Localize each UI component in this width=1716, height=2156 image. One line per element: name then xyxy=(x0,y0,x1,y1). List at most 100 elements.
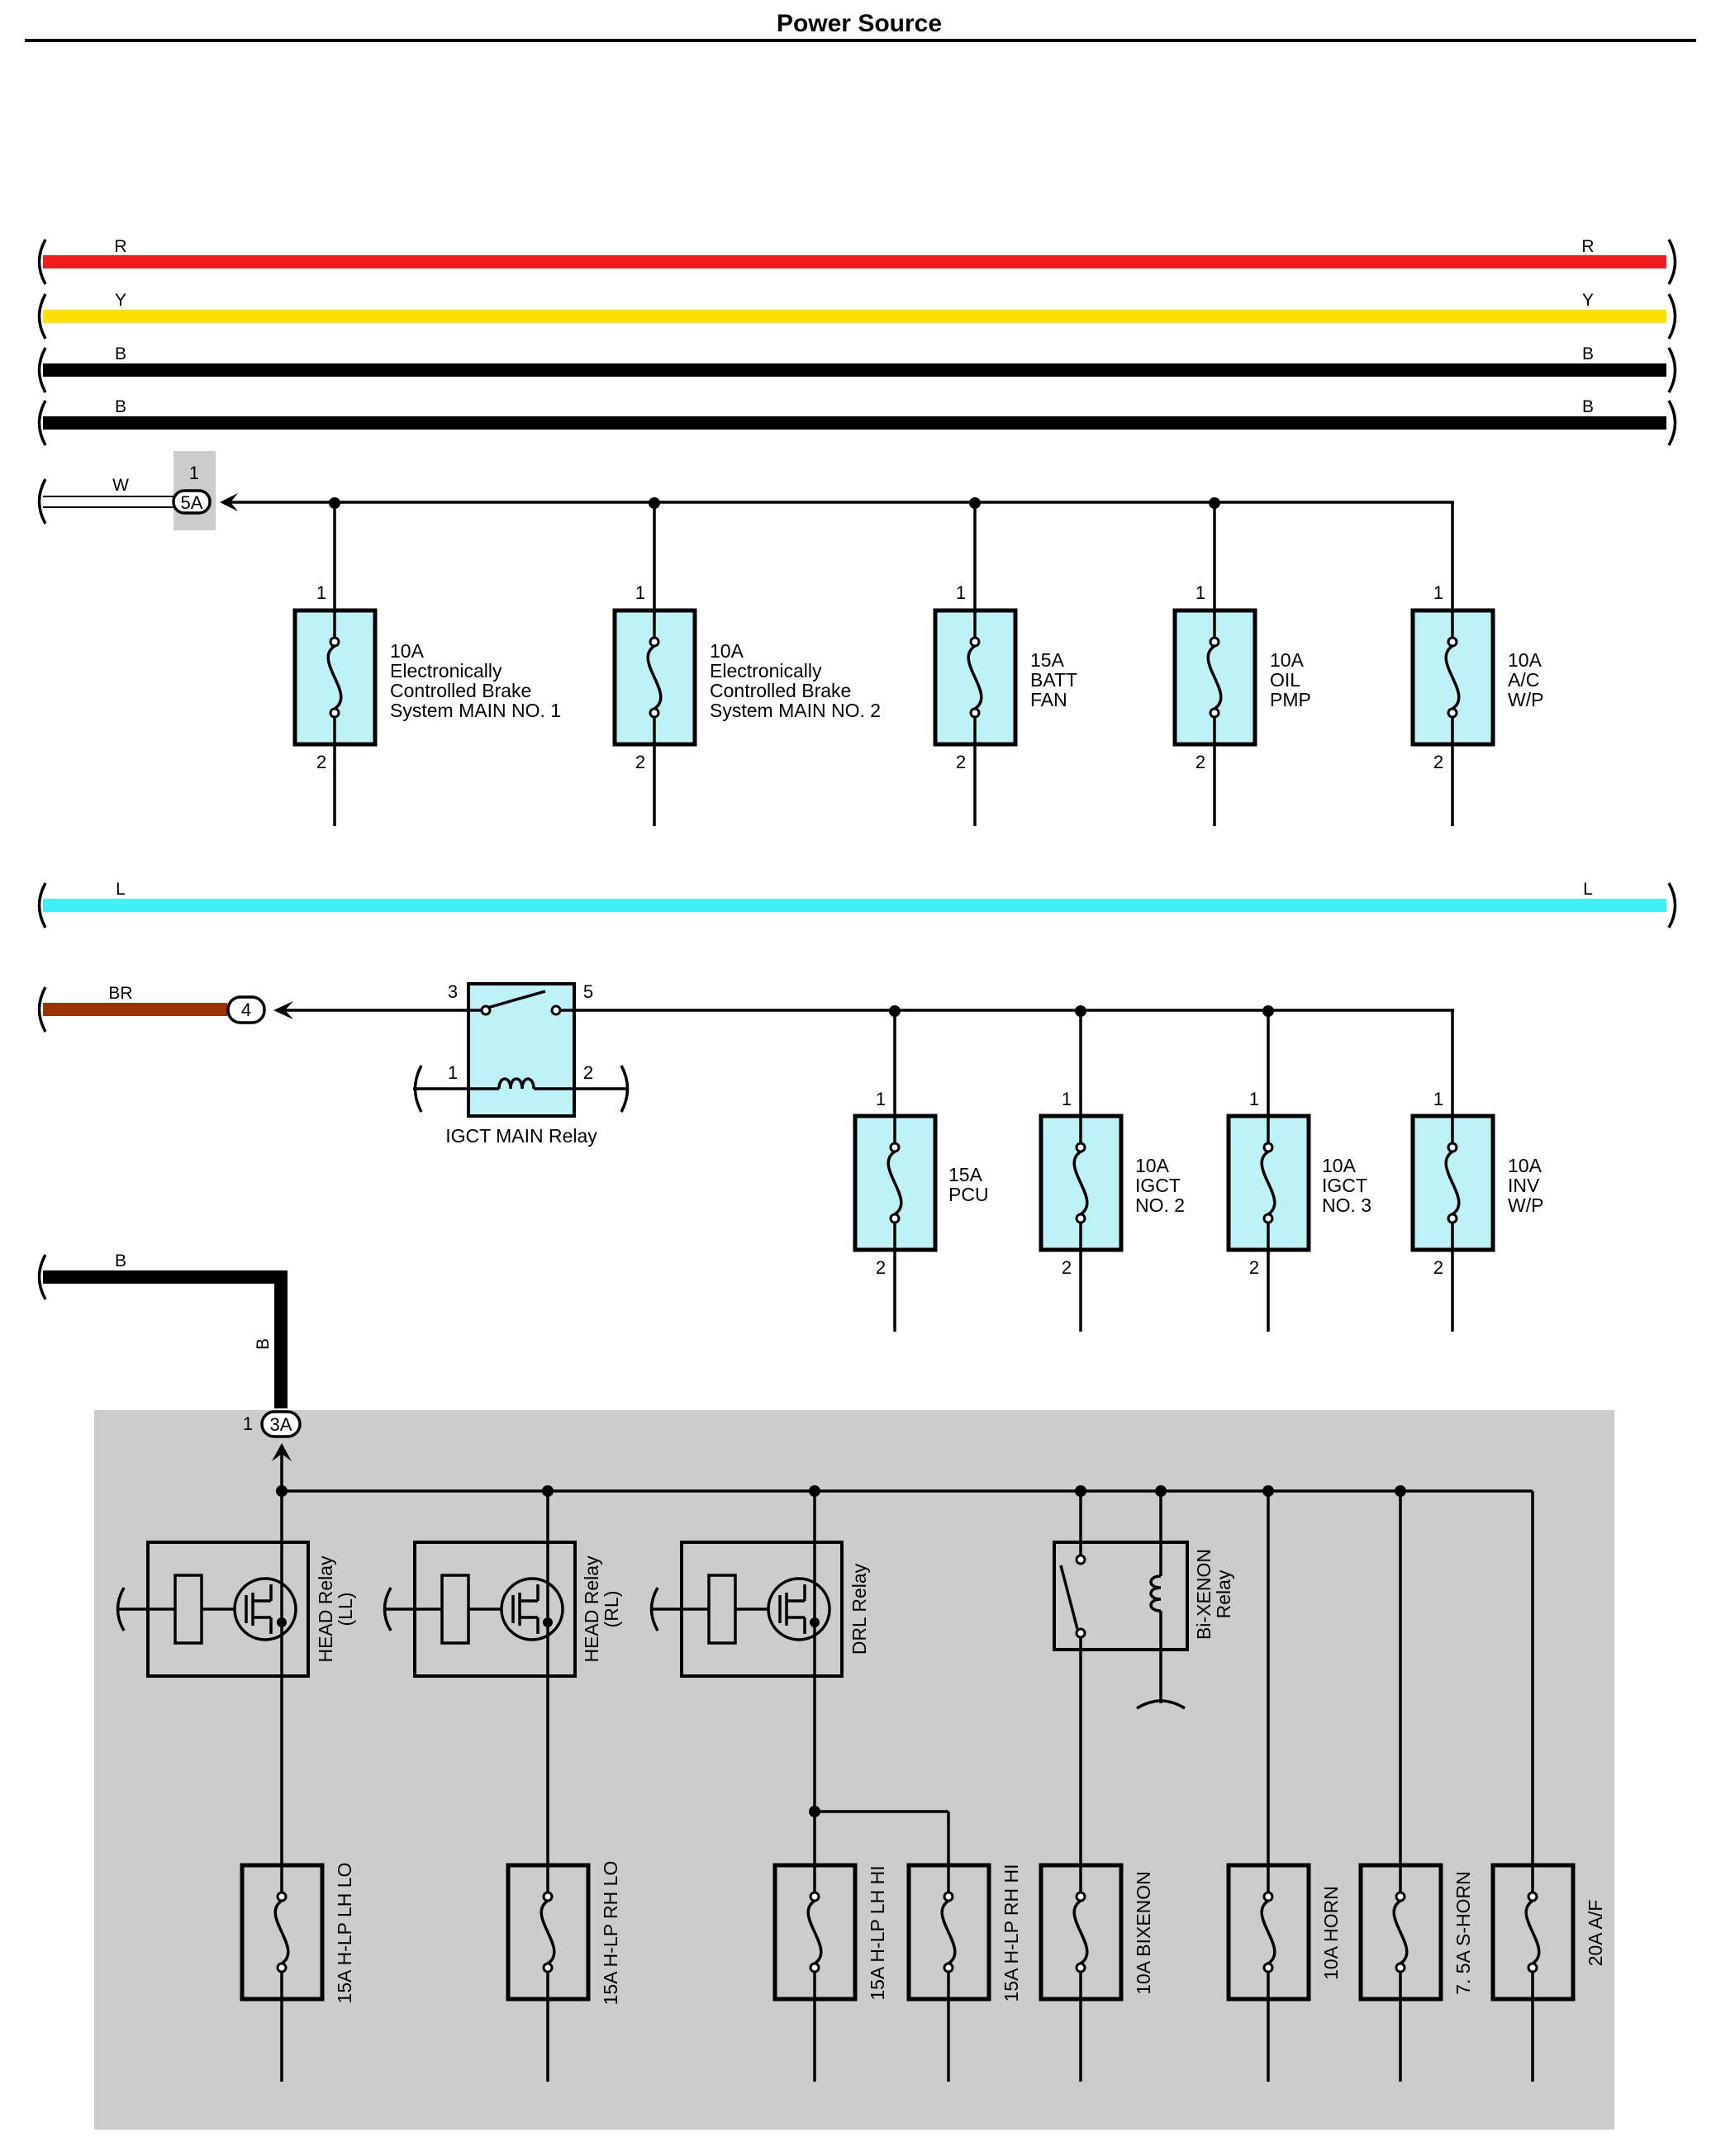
relay-label: IGCT MAIN Relay xyxy=(445,1125,597,1147)
wire-break-mark xyxy=(37,239,47,285)
svg-text:20A A/F: 20A A/F xyxy=(1585,1900,1606,1967)
svg-text:System MAIN NO. 2: System MAIN NO. 2 xyxy=(710,700,881,721)
svg-text:1: 1 xyxy=(1195,582,1205,603)
svg-text:15A H-LP RH HI: 15A H-LP RH HI xyxy=(1001,1864,1022,2002)
wire-break-mark xyxy=(37,400,47,446)
wire-break-mark xyxy=(383,1587,392,1631)
svg-text:1: 1 xyxy=(876,1089,886,1109)
svg-text:10A: 10A xyxy=(1322,1155,1357,1176)
fuse-bixenon: 10A BIXENON xyxy=(1039,1863,1154,2082)
fuse-h-lp-lh-lo: 15A H-LP LH LO xyxy=(240,1863,355,2082)
wire-color-label: W xyxy=(112,476,129,495)
bus-wire-black-1: B B xyxy=(37,344,1677,393)
wire-break-mark xyxy=(649,1587,659,1631)
wire-color-label: R xyxy=(114,237,126,256)
svg-text:2: 2 xyxy=(1433,752,1443,772)
fuse-s-horn: 7. 5A S-HORN xyxy=(1358,1491,1474,2082)
svg-text:10A: 10A xyxy=(1135,1155,1170,1176)
relay-label: (LL) xyxy=(335,1593,356,1626)
fuse-h-lp-rh-hi: 15A H-LP RH HI xyxy=(906,1863,1022,2082)
fuse-af: 20A A/F xyxy=(1490,1863,1606,2082)
svg-text:IGCT: IGCT xyxy=(1135,1175,1181,1196)
svg-text:10A: 10A xyxy=(710,640,744,662)
relay-label: HEAD Relay xyxy=(315,1555,336,1663)
drl-relay: DRL Relay xyxy=(649,1491,950,1865)
igct-main-relay: 3 5 1 2 IGCT MAIN Relay xyxy=(413,981,630,1147)
wire-break-mark xyxy=(1136,1699,1186,1710)
connector-4 xyxy=(226,995,266,1024)
wire-color-label: BR xyxy=(108,984,132,1003)
connector-label: 4 xyxy=(241,1000,251,1020)
b-circuit: B B 1 3A HEAD Relay (LL) xyxy=(37,1251,1614,2130)
svg-text:2: 2 xyxy=(1249,1257,1259,1278)
fuse-igct-no2: 1 2 10A IGCT NO. 2 xyxy=(1039,1011,1185,1332)
wire-break-mark xyxy=(37,1254,47,1300)
svg-text:INV: INV xyxy=(1508,1175,1540,1196)
svg-text:1: 1 xyxy=(316,582,326,603)
svg-text:Controlled Brake: Controlled Brake xyxy=(710,680,851,701)
wire-break-mark xyxy=(413,1065,423,1113)
svg-text:3: 3 xyxy=(448,981,458,1002)
svg-text:Controlled Brake: Controlled Brake xyxy=(390,680,531,701)
relay-label: HEAD Relay xyxy=(581,1555,602,1663)
wire-break-mark xyxy=(1667,882,1677,928)
w-circuit: W 1 5A 1 2 10A Electronically Controlled… xyxy=(37,451,1543,826)
svg-text:1: 1 xyxy=(1433,1089,1443,1109)
wire-color-label: B xyxy=(1582,397,1594,416)
svg-text:W/P: W/P xyxy=(1508,1194,1543,1216)
wire-color-label: L xyxy=(116,880,126,899)
svg-text:10A BIXENON: 10A BIXENON xyxy=(1133,1871,1154,1995)
svg-text:10A: 10A xyxy=(1270,649,1305,671)
wire-color-label: B xyxy=(115,344,126,363)
wire-color-label: B xyxy=(254,1338,273,1350)
wire-color-label: Y xyxy=(115,291,126,310)
svg-text:BATT: BATT xyxy=(1030,669,1077,691)
wire-break-mark xyxy=(116,1587,126,1631)
wire-break-mark xyxy=(37,986,47,1033)
svg-text:A/C: A/C xyxy=(1508,669,1539,691)
svg-text:2: 2 xyxy=(1062,1257,1072,1278)
fuse-ecb-main-1: 1 2 10A Electronically Controlled Brake … xyxy=(292,503,561,826)
svg-text:NO. 2: NO. 2 xyxy=(1135,1194,1185,1216)
svg-text:2: 2 xyxy=(876,1257,886,1278)
svg-text:7. 5A S-HORN: 7. 5A S-HORN xyxy=(1452,1871,1474,1995)
svg-text:1: 1 xyxy=(448,1062,458,1083)
svg-text:1: 1 xyxy=(956,582,966,603)
bus-wire-yellow: Y Y xyxy=(37,291,1677,340)
wire-break-mark xyxy=(620,1065,630,1113)
wire-break-mark xyxy=(37,293,47,340)
svg-text:15A H-LP RH LO: 15A H-LP RH LO xyxy=(600,1861,621,2006)
svg-text:1: 1 xyxy=(1062,1089,1072,1109)
page-title: Power Source xyxy=(777,10,942,37)
svg-text:2: 2 xyxy=(1195,752,1205,772)
wire-color-label: B xyxy=(115,397,126,416)
wire-color-label: R xyxy=(1581,237,1594,256)
svg-text:5: 5 xyxy=(583,981,593,1002)
relay-label: Relay xyxy=(1213,1570,1234,1618)
svg-text:1: 1 xyxy=(635,582,645,603)
svg-text:W/P: W/P xyxy=(1508,689,1543,710)
svg-text:Electronically: Electronically xyxy=(390,660,502,681)
fuse-oil-pmp: 1 2 10A OIL PMP xyxy=(1172,503,1311,826)
head-relay-rl: HEAD Relay (RL) xyxy=(383,1491,622,1865)
wire-color-label: Y xyxy=(1582,291,1594,310)
wire-break-mark xyxy=(37,882,47,928)
fuse-horn: 10A HORN xyxy=(1226,1491,1342,2082)
wire-break-mark xyxy=(1667,400,1677,446)
wire-color-label: B xyxy=(115,1251,126,1270)
svg-text:10A: 10A xyxy=(1508,649,1542,671)
bus-wire-red: R R xyxy=(37,237,1677,285)
connector-pin: 1 xyxy=(243,1413,253,1434)
svg-text:2: 2 xyxy=(583,1062,593,1083)
svg-text:2: 2 xyxy=(956,752,966,772)
svg-text:15A: 15A xyxy=(948,1164,983,1185)
svg-text:10A HORN: 10A HORN xyxy=(1320,1886,1342,1980)
relay-label: DRL Relay xyxy=(848,1563,870,1655)
svg-text:IGCT: IGCT xyxy=(1322,1175,1367,1196)
svg-text:10A: 10A xyxy=(390,640,425,662)
connector-5a xyxy=(172,489,212,515)
svg-text:PCU: PCU xyxy=(948,1184,989,1205)
bi-xenon-relay: Bi-XENON Relay xyxy=(1053,1491,1234,1865)
svg-text:PMP: PMP xyxy=(1270,689,1311,710)
